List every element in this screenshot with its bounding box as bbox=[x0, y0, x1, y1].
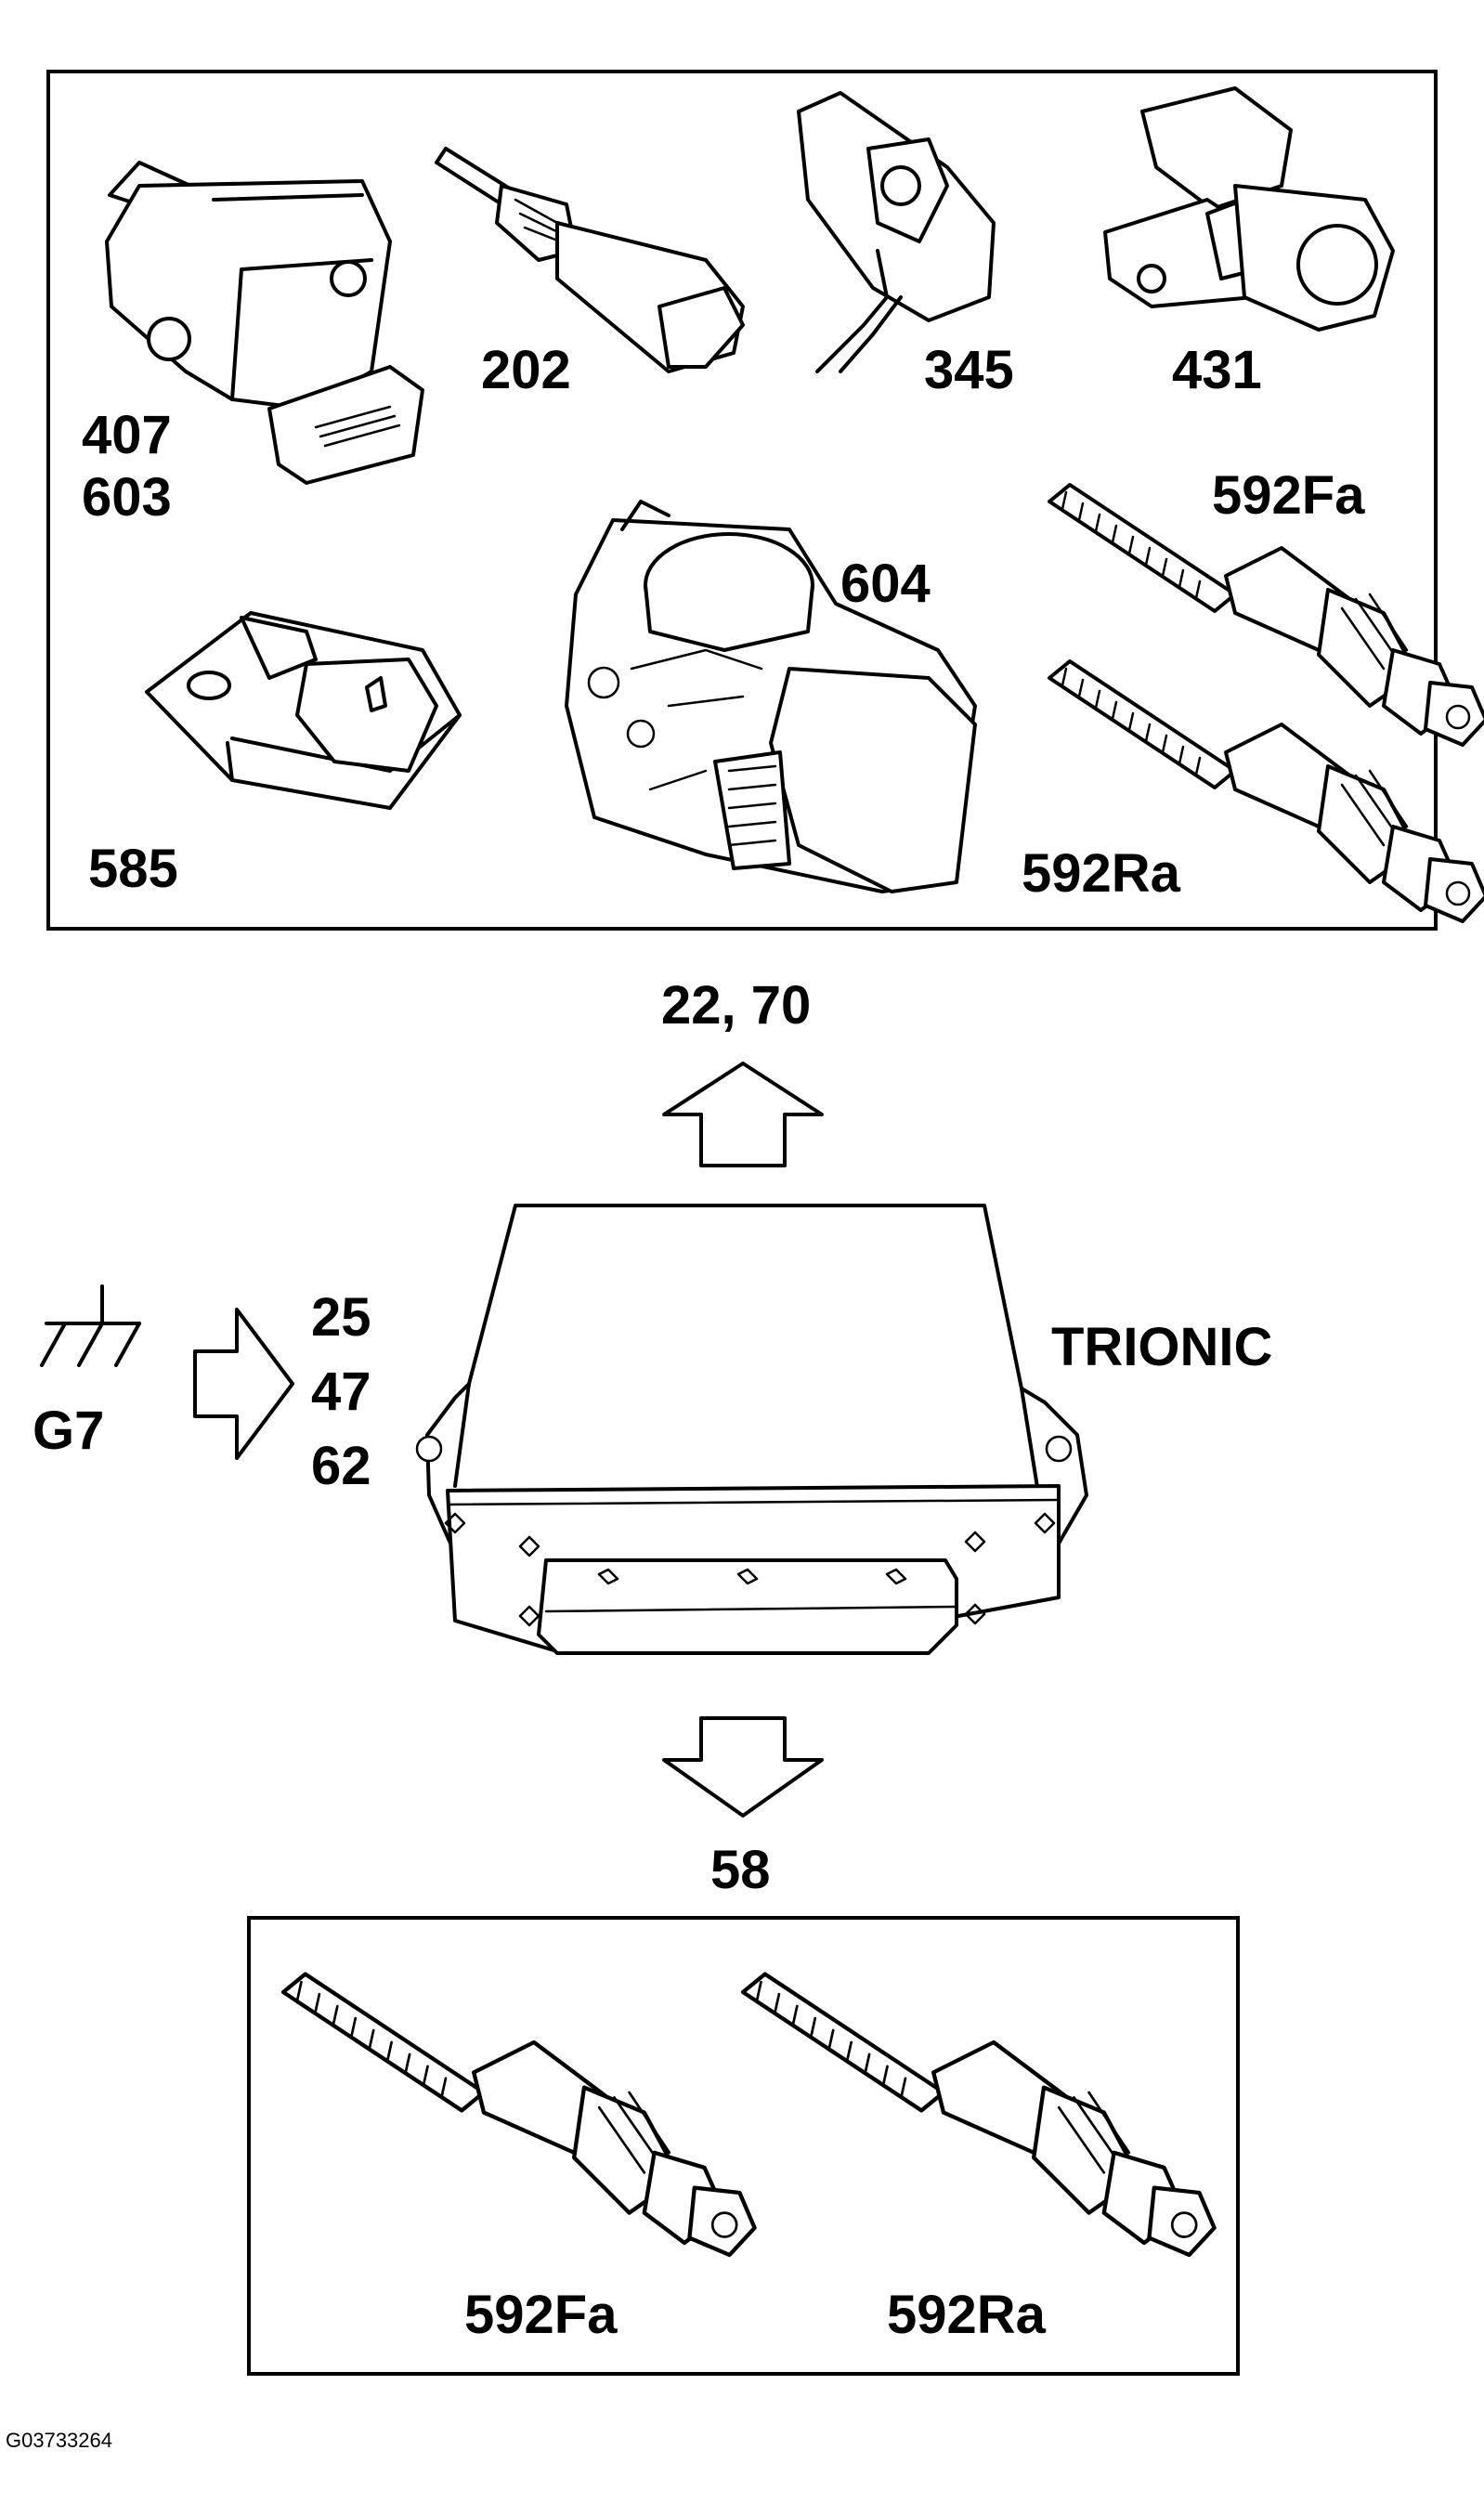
cam-position-sensor-drawing bbox=[797, 91, 996, 373]
lower-box-frame bbox=[247, 1916, 1240, 2376]
arrow-up-icon bbox=[662, 1062, 824, 1167]
temperature-sensor-drawing bbox=[435, 147, 745, 373]
label-592fa-bottom: 592Fa bbox=[464, 2285, 618, 2345]
label-output-top: 22, 70 bbox=[661, 975, 811, 1036]
label-345: 345 bbox=[924, 340, 1014, 400]
label-input-47: 47 bbox=[311, 1362, 371, 1422]
label-603: 603 bbox=[82, 467, 172, 528]
o2-sensor-front-bottom-drawing bbox=[283, 1974, 755, 2255]
label-ground: G7 bbox=[33, 1401, 104, 1461]
o2-sensor-rear-bottom-drawing bbox=[743, 1974, 1215, 2255]
label-202: 202 bbox=[481, 340, 571, 400]
label-407: 407 bbox=[82, 405, 172, 465]
pressure-sensor-431-drawing bbox=[1103, 86, 1395, 332]
label-input-25: 25 bbox=[311, 1287, 371, 1348]
label-431: 431 bbox=[1172, 340, 1262, 400]
ground-symbol-icon bbox=[40, 1284, 141, 1367]
label-585: 585 bbox=[88, 839, 178, 899]
throttle-body-604-drawing bbox=[565, 500, 977, 893]
ecu-label: TRIONIC bbox=[1051, 1317, 1272, 1377]
trionic-ecu-drawing bbox=[415, 1204, 1088, 1655]
arrow-right-icon bbox=[193, 1308, 294, 1460]
label-output-bottom: 58 bbox=[710, 1840, 771, 1900]
label-604: 604 bbox=[840, 554, 931, 614]
arrow-down-icon bbox=[662, 1716, 824, 1818]
label-592fa-top: 592Fa bbox=[1212, 465, 1365, 526]
label-592ra-bottom: 592Ra bbox=[887, 2285, 1047, 2345]
label-input-62: 62 bbox=[311, 1436, 371, 1496]
figure-id: G03733264 bbox=[6, 2429, 112, 2452]
sensors-box-frame bbox=[46, 70, 1438, 931]
sensor-585-drawing bbox=[145, 611, 462, 810]
label-592ra-top: 592Ra bbox=[1022, 843, 1181, 904]
map-sensor-drawing bbox=[105, 161, 424, 485]
